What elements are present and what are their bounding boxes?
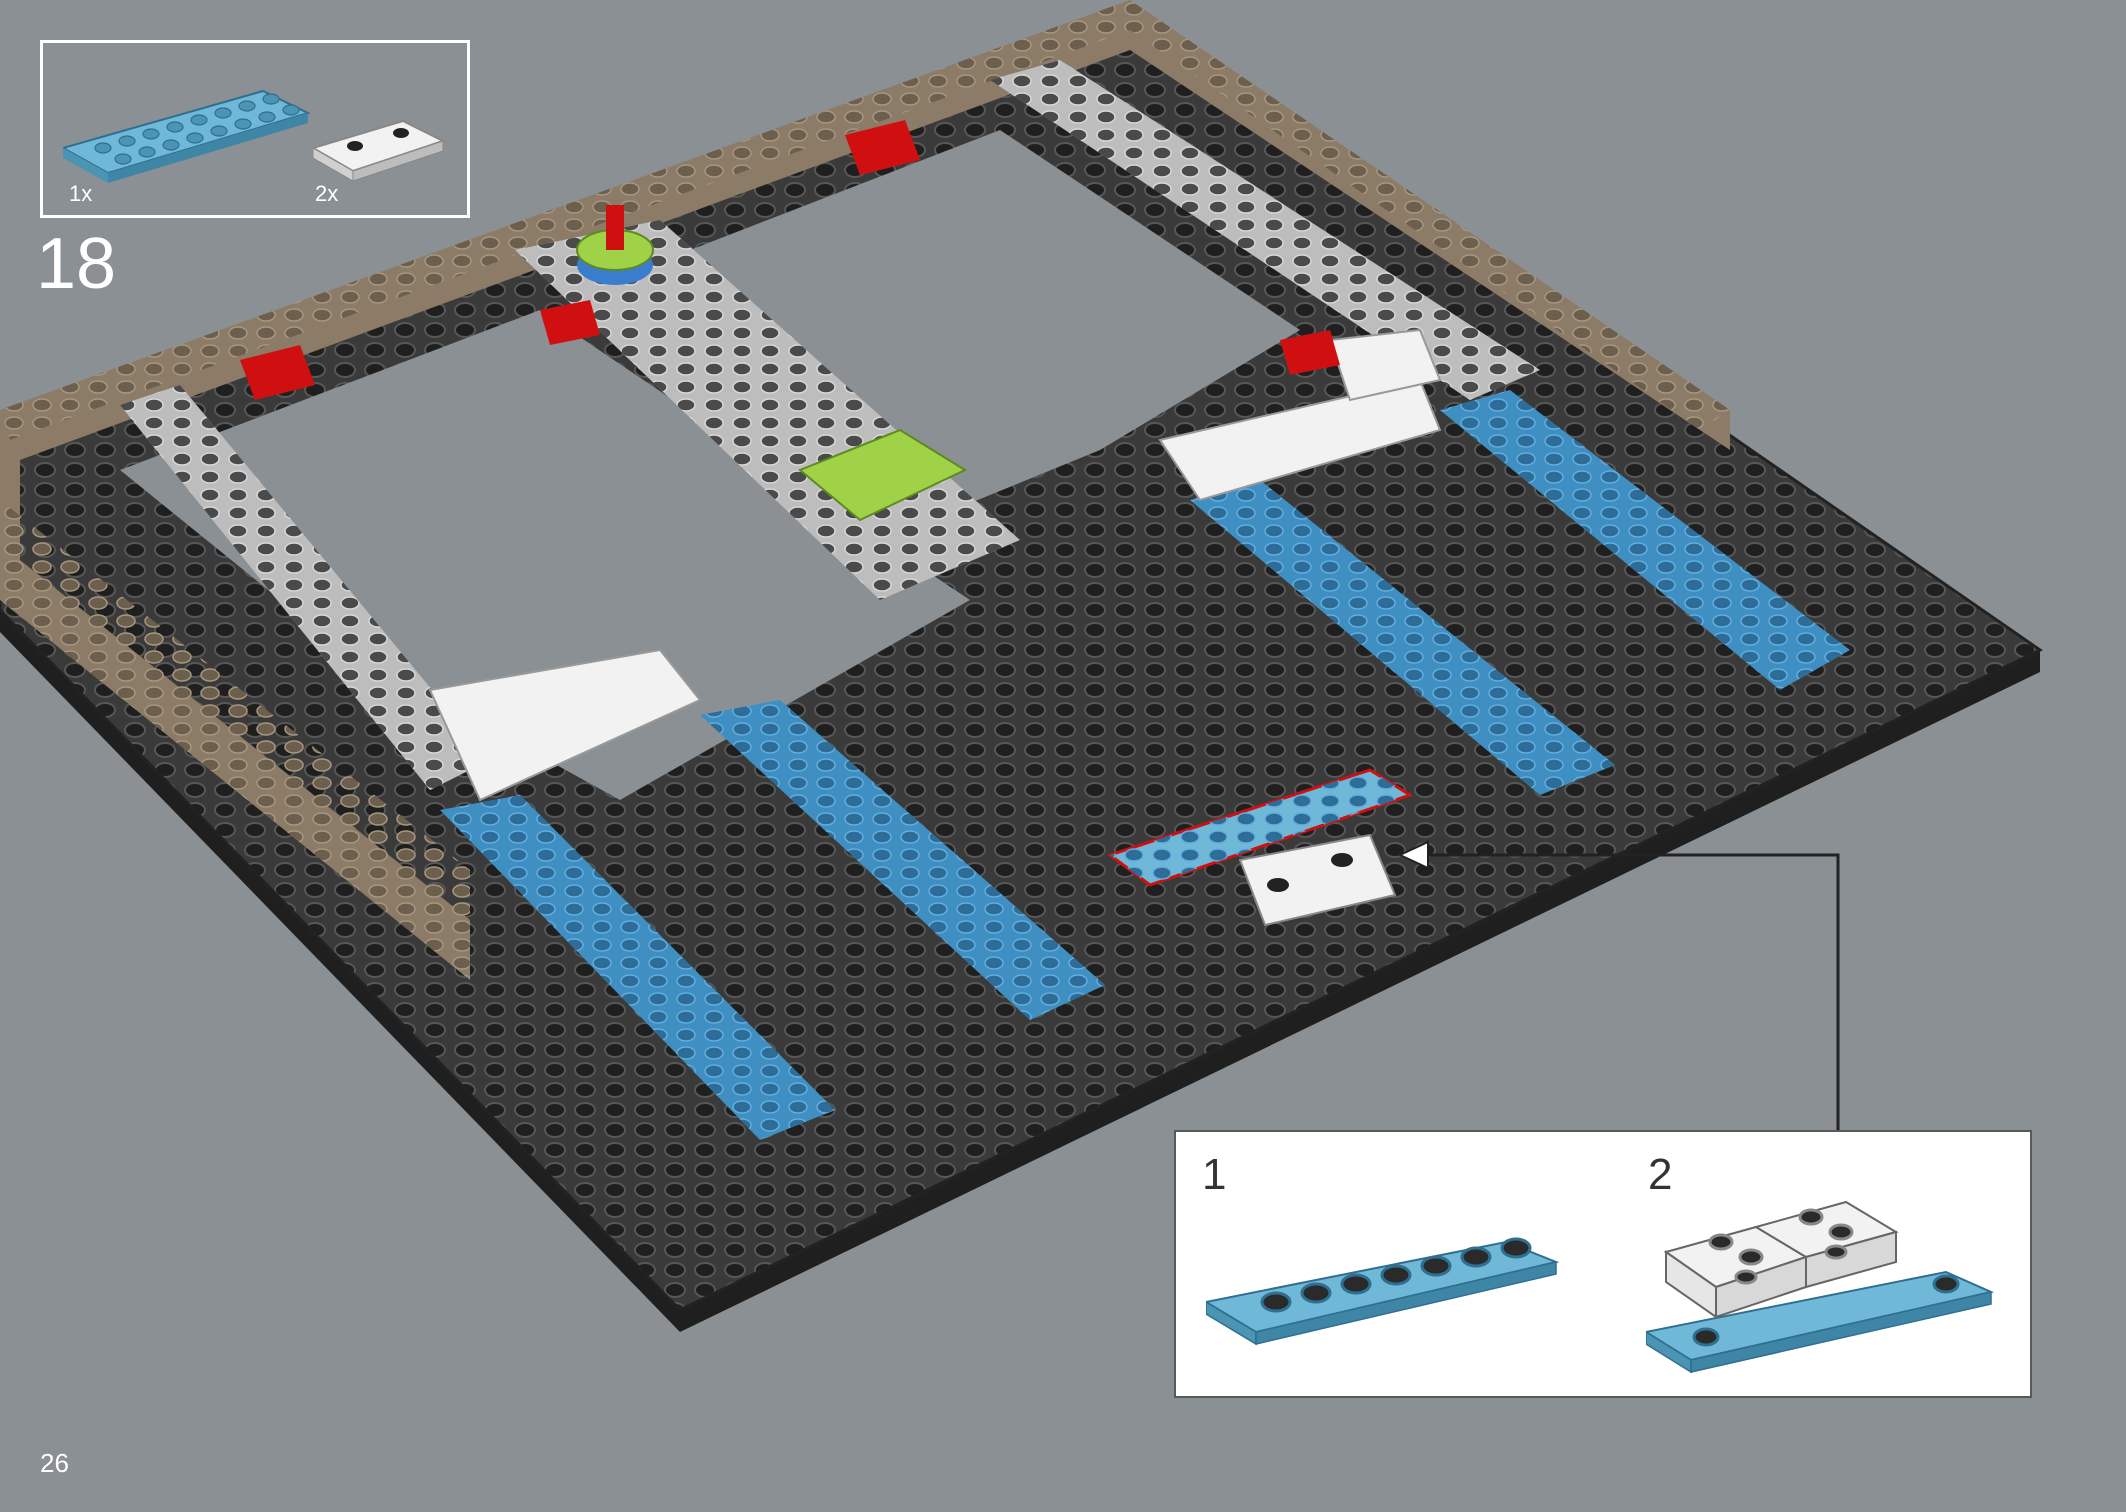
part-quantity: 2x bbox=[315, 181, 339, 206]
substep-2-assembly-icon bbox=[1646, 1200, 1995, 1374]
subassembly-callout: 1 2 bbox=[1174, 1130, 2032, 1398]
tan-wall bbox=[0, 0, 1730, 980]
substep-label: 1 bbox=[1202, 1150, 1227, 1199]
page-number: 26 bbox=[40, 1448, 69, 1478]
callout-arrow-line bbox=[1420, 853, 1840, 1130]
white-connectors bbox=[428, 328, 1442, 802]
plate-2x2-jumper-icon bbox=[313, 119, 446, 182]
red-bricks bbox=[240, 120, 1340, 400]
callout-arrow-head bbox=[1397, 840, 1429, 870]
step-number: 18 bbox=[36, 224, 117, 304]
parts-list: 1x 2x bbox=[40, 40, 470, 218]
plate-2x8-icon bbox=[63, 89, 311, 183]
substep-label: 2 bbox=[1648, 1150, 1673, 1199]
substep-1-plate-icon bbox=[1206, 1237, 1560, 1346]
new-assembly bbox=[1106, 768, 1414, 927]
blue-plates bbox=[440, 390, 1850, 1140]
part-quantity: 1x bbox=[69, 181, 93, 206]
round-brick-with-pin bbox=[576, 205, 654, 285]
lime-tile bbox=[798, 428, 968, 522]
